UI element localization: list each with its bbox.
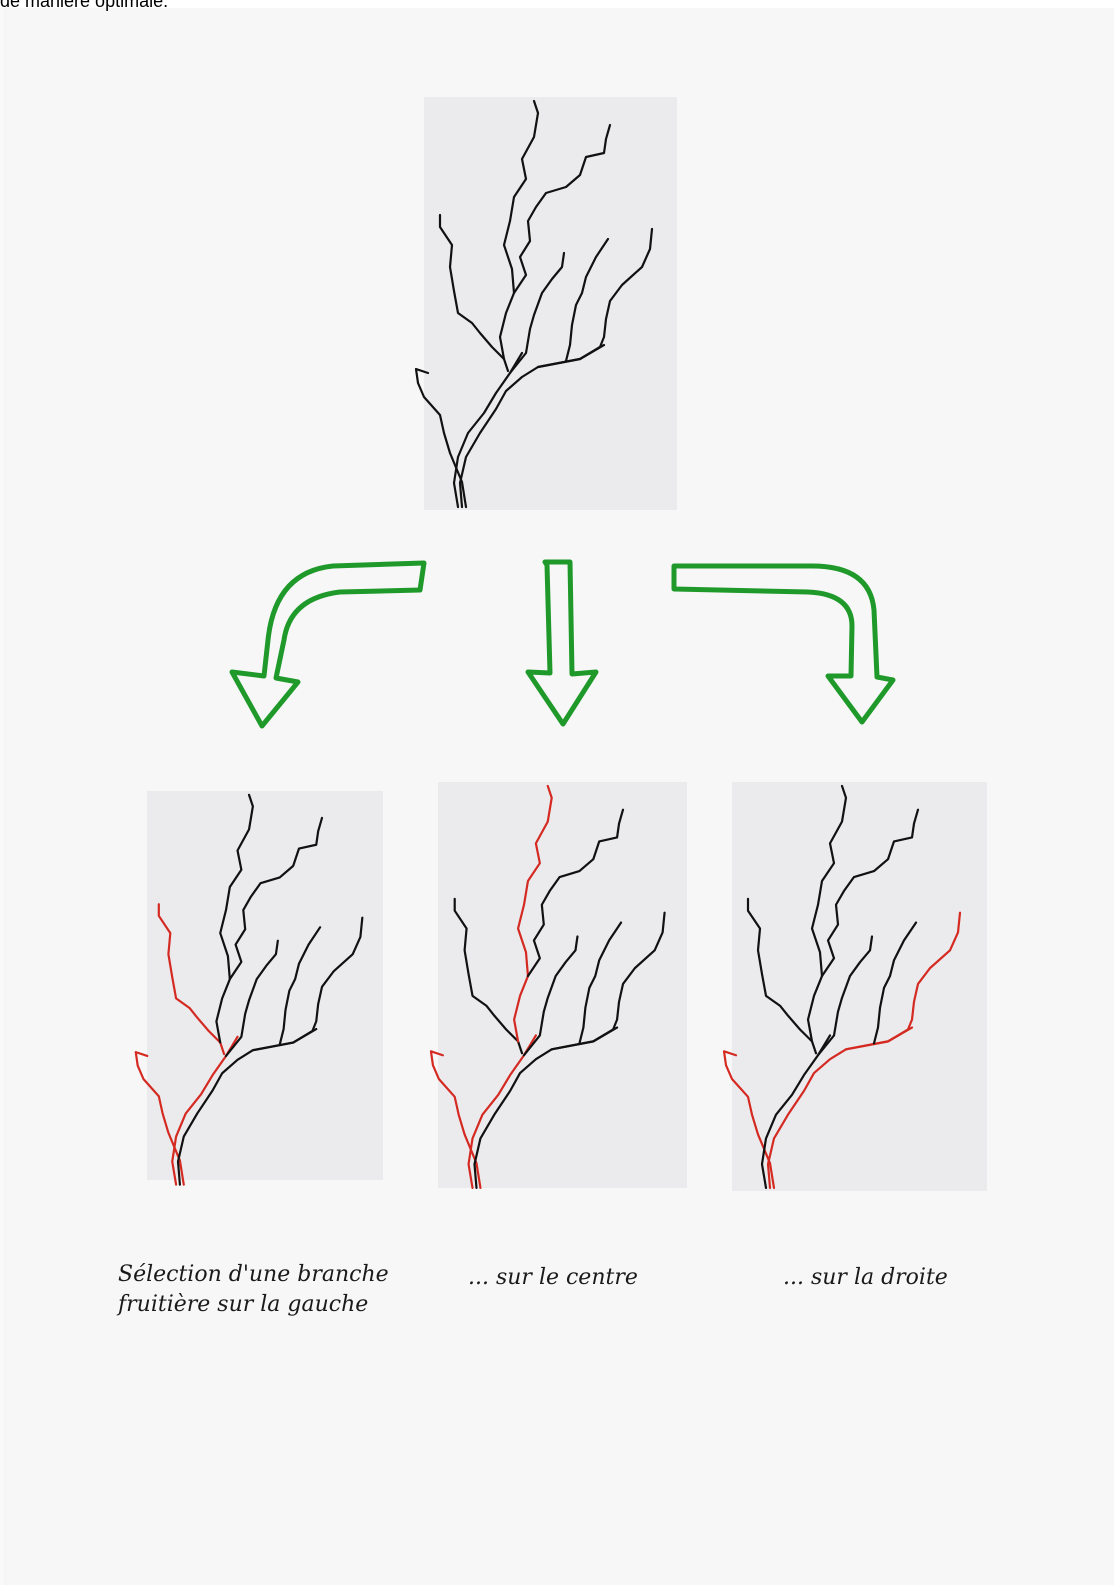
caption-left-line2: fruitière sur la gauche (118, 1290, 389, 1320)
caption-center: ... sur le centre (468, 1263, 638, 1293)
center-straight-arrow (528, 562, 596, 724)
left-curved-arrow (232, 563, 424, 726)
caption-right: ... sur la droite (783, 1263, 948, 1293)
caption-left-line1: Sélection d'une branche (118, 1260, 389, 1290)
right-curved-arrow (674, 566, 893, 722)
caption-left: Sélection d'une branche fruitière sur la… (118, 1260, 389, 1320)
